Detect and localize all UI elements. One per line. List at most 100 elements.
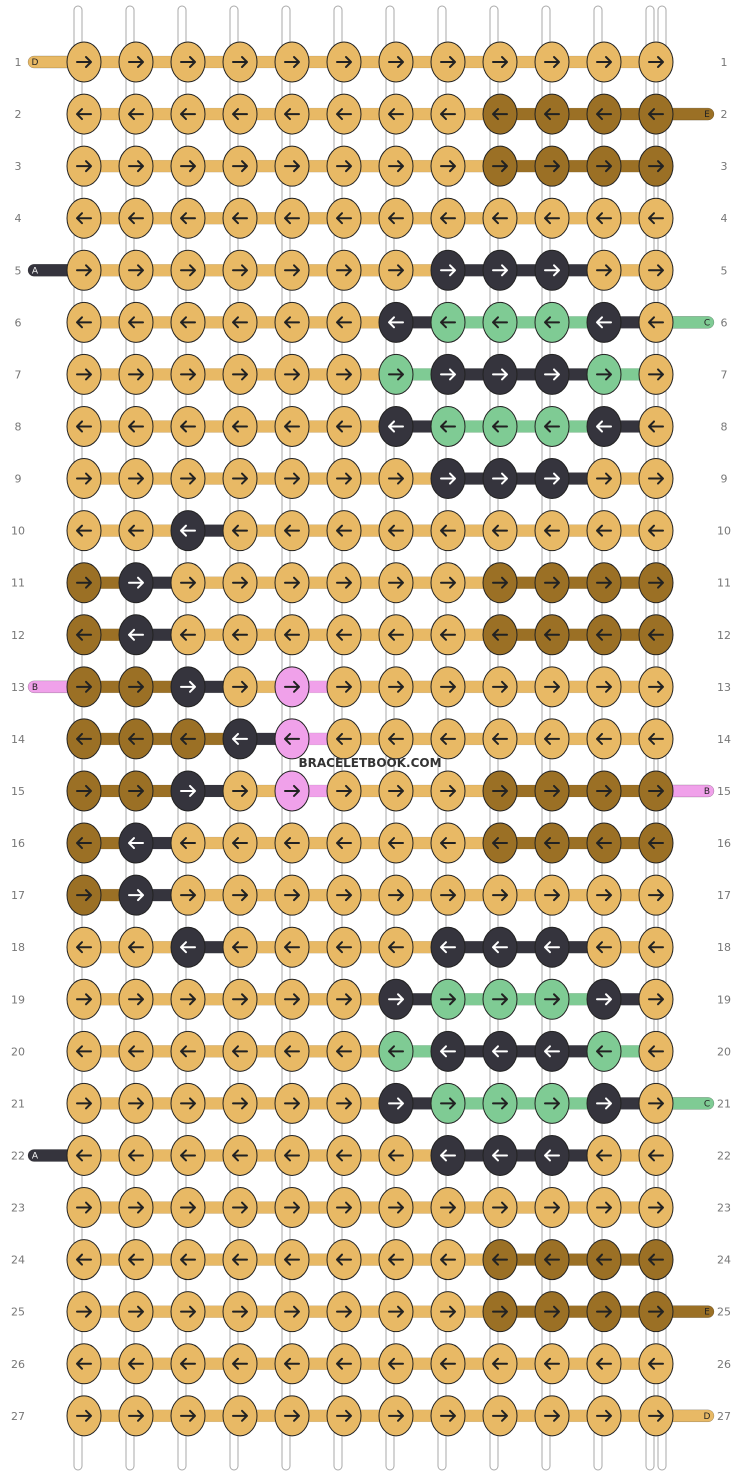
arrow-left-icon bbox=[76, 524, 92, 537]
row-label-left: 4 bbox=[15, 212, 22, 225]
knot bbox=[326, 93, 362, 135]
arrow-left-icon bbox=[596, 1045, 612, 1058]
knot bbox=[534, 978, 570, 1020]
knot bbox=[586, 1187, 622, 1229]
knot bbox=[378, 1134, 414, 1176]
knot bbox=[482, 145, 518, 187]
knot bbox=[534, 1239, 570, 1281]
knot bbox=[378, 1082, 414, 1124]
knot bbox=[482, 353, 518, 395]
knot bbox=[638, 1134, 674, 1176]
knot bbox=[430, 666, 466, 708]
knot bbox=[482, 510, 518, 552]
row-label-right: 12 bbox=[717, 629, 731, 642]
arrow-right-icon bbox=[596, 56, 612, 68]
knot bbox=[326, 1134, 362, 1176]
knot bbox=[586, 874, 622, 916]
arrow-left-icon bbox=[544, 732, 560, 745]
knot bbox=[534, 41, 570, 83]
row-label-left: 24 bbox=[11, 1254, 25, 1267]
knot bbox=[170, 1239, 206, 1281]
knot bbox=[482, 614, 518, 656]
row-label-left: 9 bbox=[15, 473, 22, 486]
knot bbox=[274, 1395, 310, 1437]
arrow-right-icon bbox=[232, 576, 248, 589]
knot bbox=[222, 1082, 258, 1124]
arrow-left-icon bbox=[440, 1149, 456, 1162]
arrow-left-icon bbox=[440, 732, 456, 745]
knot bbox=[170, 458, 206, 500]
arrow-right-icon bbox=[544, 784, 560, 797]
knot bbox=[274, 1343, 310, 1385]
arrow-right-icon bbox=[388, 889, 404, 902]
arrow-left-icon bbox=[440, 212, 456, 225]
arrow-right-icon bbox=[128, 264, 144, 277]
arrow-right-icon bbox=[648, 1201, 664, 1214]
row-label-left: 21 bbox=[11, 1097, 25, 1110]
arrow-left-icon bbox=[76, 1149, 92, 1162]
arrow-left-icon bbox=[440, 628, 456, 641]
row-label-right: 4 bbox=[721, 212, 728, 225]
knot bbox=[326, 1395, 362, 1437]
arrow-left-icon bbox=[388, 941, 404, 954]
arrow-left-icon bbox=[648, 108, 664, 121]
arrow-right-icon bbox=[76, 784, 92, 797]
arrow-left-icon bbox=[284, 1357, 300, 1370]
arrow-left-icon bbox=[648, 1253, 664, 1266]
arrow-left-icon bbox=[232, 1253, 248, 1266]
arrow-right-icon bbox=[388, 1097, 404, 1110]
watermark: BRACELETBOOK.COM bbox=[298, 756, 441, 770]
row-label-left: 27 bbox=[11, 1410, 25, 1423]
arrow-right-icon bbox=[388, 472, 404, 485]
knot bbox=[170, 405, 206, 447]
knot bbox=[482, 197, 518, 239]
knot bbox=[118, 822, 154, 864]
knot bbox=[586, 301, 622, 343]
row-label-left: 5 bbox=[15, 264, 22, 277]
arrow-right-icon bbox=[492, 576, 508, 589]
row-label-right: 14 bbox=[717, 733, 731, 746]
knot bbox=[638, 718, 674, 760]
arrow-right-icon bbox=[440, 368, 456, 381]
knot bbox=[378, 301, 414, 343]
arrow-left-icon bbox=[76, 732, 92, 745]
knot bbox=[118, 510, 154, 552]
knot bbox=[118, 1082, 154, 1124]
arrow-right-icon bbox=[180, 56, 196, 68]
row-label-right: 24 bbox=[717, 1254, 731, 1267]
knot bbox=[430, 249, 466, 291]
knot bbox=[482, 405, 518, 447]
knot bbox=[586, 249, 622, 291]
arrow-right-icon bbox=[284, 56, 300, 68]
arrow-right-icon bbox=[336, 1097, 352, 1110]
knot bbox=[66, 41, 102, 83]
knot bbox=[638, 353, 674, 395]
knot bbox=[118, 1239, 154, 1281]
knot bbox=[118, 874, 154, 916]
arrow-right-icon bbox=[336, 1305, 352, 1318]
knot bbox=[482, 926, 518, 968]
arrow-left-icon bbox=[232, 212, 248, 225]
knot bbox=[170, 770, 206, 812]
knot bbox=[66, 562, 102, 604]
arrow-right-icon bbox=[180, 1097, 196, 1110]
arrow-left-icon bbox=[440, 941, 456, 954]
arrow-left-icon bbox=[492, 212, 508, 225]
arrow-right-icon bbox=[232, 160, 248, 173]
arrow-left-icon bbox=[336, 1045, 352, 1058]
arrow-left-icon bbox=[180, 732, 196, 745]
knot bbox=[534, 301, 570, 343]
arrow-left-icon bbox=[492, 524, 508, 537]
knot bbox=[170, 1030, 206, 1072]
knot bbox=[534, 874, 570, 916]
knot bbox=[170, 874, 206, 916]
knot bbox=[430, 1343, 466, 1385]
arrow-right-icon bbox=[596, 784, 612, 797]
knot bbox=[430, 1239, 466, 1281]
row-label-left: 14 bbox=[11, 733, 25, 746]
arrow-right-icon bbox=[128, 576, 144, 589]
arrow-right-icon bbox=[648, 1097, 664, 1110]
arrow-left-icon bbox=[128, 1357, 144, 1370]
arrow-left-icon bbox=[232, 837, 248, 850]
right-thread-letter: E bbox=[704, 1308, 710, 1318]
